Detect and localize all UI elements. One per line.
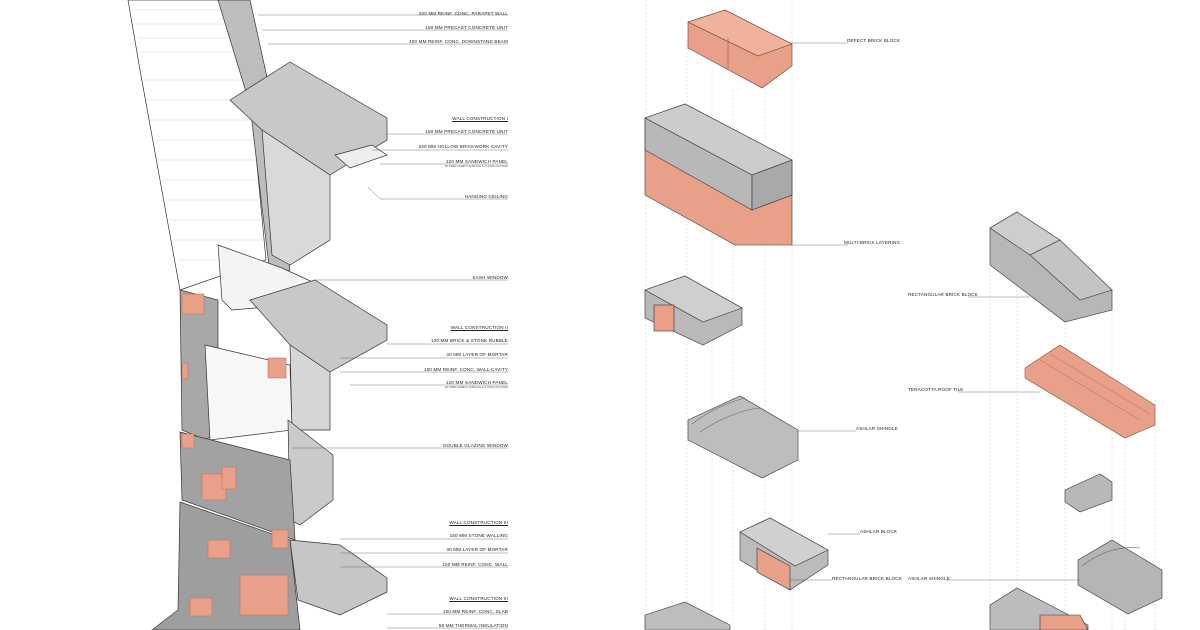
facade-hatch: [132, 9, 265, 261]
bottom-floor-slab: [289, 539, 388, 616]
label-ashlar-block: ASHLAR BLOCK: [860, 529, 898, 534]
leader-lines: [258, 14, 508, 629]
brick-accents: [181, 293, 289, 617]
label-precast-2: 150 MM PRECAST CONCRETE UNIT: [425, 129, 508, 134]
right-leader-lines: [790, 42, 1080, 581]
label-wall-construction-1: WALL CONSTRUCTION I: [452, 116, 508, 121]
label-ashlar-shingle-1: ASHLAR SHINGLE: [856, 426, 898, 431]
label-terracotta-roof-tile: TERACOTTA ROOF TILE: [908, 387, 964, 392]
label-hanging-ceiling: HANGING CEILING: [464, 194, 508, 199]
label-mortar-1: 30 MM LAYER OF MORTAR: [446, 352, 508, 357]
multi-brick-layering: [644, 103, 793, 246]
defect-brick-block: [687, 9, 793, 89]
facade-upper-plane: [127, 0, 267, 291]
label-reinf-conc-wall: 150 MM REINF. CONC. WALL: [442, 562, 508, 567]
label-sandwich-panel-2: 120 MM SANDWICH PANEL: [445, 380, 508, 385]
label-rectangular-brick-block-2: RECTANGULAR BRICK BLOCK: [832, 576, 902, 581]
hanging-ceiling: [334, 144, 388, 169]
label-wall-construction-3: WALL CONSTRUCTION III: [449, 520, 508, 525]
label-reinf-conc-slab: 100 MM REINF. CONC. SLAB: [442, 609, 508, 614]
brick-wall-iii: [179, 431, 296, 541]
label-wall-construction-4: WALL CONSTRUCTION III: [449, 596, 508, 601]
label-wall-cavity: 150 MM REINF. CONC. WALL CAVITY: [423, 367, 508, 372]
label-parapet: 200 MM REINF. CONC. PARAPET WALL: [418, 11, 508, 16]
label-wall-construction-2: WALL CONSTRUCTION II: [450, 325, 508, 330]
label-sandwich-panel-1: 120 MM SANDWICH PANEL: [445, 159, 508, 164]
label-mortar-2: 30 MM LAYER OF MORTAR: [446, 547, 508, 552]
label-downstand-beam: 400 MM REINF. CONC. DOWNSTAND BEAM: [409, 39, 508, 44]
ashlar-block: [739, 517, 829, 591]
ashlar-shingle-2: [1077, 539, 1163, 615]
label-sash-window: SASH WINDOW: [472, 275, 508, 280]
terracotta-roof-tile: [1024, 344, 1156, 439]
label-multi-brick-layering: MULTI-BRICK LAYERING: [844, 240, 901, 245]
label-hollow-brickwork: 240 MM HOLLOW BRICKWORK CAVITY: [418, 144, 508, 149]
label-stone-walling: 150 MM STONE WALLING: [449, 533, 508, 538]
label-precast-1: 150 MM PRECAST CONCRETE UNIT: [425, 25, 508, 30]
label-defect-brick-block: DEFECT BRICK BLOCK: [847, 38, 901, 43]
label-sandwich-panel-2-sub: W/ FIBER CEMENT SURFACE & GYPSUM PLASTER: [444, 386, 508, 389]
rectangular-brick-block-1: [644, 275, 743, 346]
label-thermal-insulation: 50 MM THERMAL INSULATION: [438, 623, 508, 628]
label-sandwich-panel-1-sub: W/ FIBER CEMENT SURFACE & GYPSUM PLASTER: [444, 165, 508, 168]
stepped-brick-stack: [989, 211, 1113, 323]
ashlar-shingle-1: [687, 395, 799, 479]
label-brick-stone-rubble: 120 MM BRICK & STONE RUBBLE: [431, 338, 508, 343]
small-ashlar-piece: [1064, 473, 1113, 513]
label-ashlar-shingle-2: ASHLAR SHINGLE: [908, 576, 950, 581]
label-rectangular-brick-block-1: RECTANGULAR BRICK BLOCK: [908, 292, 978, 297]
partial-block-bottom-right: [989, 587, 1089, 630]
partial-block-bottom-left: [644, 601, 731, 630]
label-double-glazing: DOUBLE GLAZING WINDOW: [443, 443, 508, 448]
